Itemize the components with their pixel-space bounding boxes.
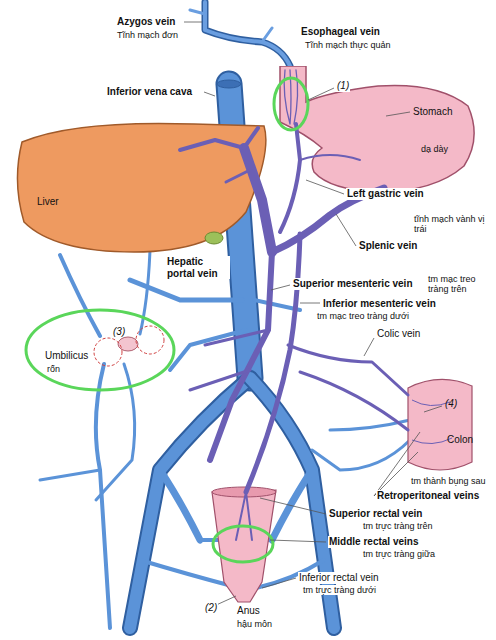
vietnamese-label: tm mạc treo tràng trên (427, 274, 493, 295)
part-label: Inferior rectal vein (298, 572, 379, 584)
organ-name: Liver (36, 196, 60, 208)
part-label: Anus (236, 605, 261, 617)
vein-label: Superior rectal vein (328, 508, 423, 520)
vietnamese-label: rốn (46, 364, 61, 374)
vein-label: Esophageal vein (300, 26, 381, 38)
vein-label: Superior mesenteric vein (292, 278, 414, 290)
vietnamese-label: Tĩnh mạch đơn (116, 30, 179, 40)
callout-number: (3) (112, 326, 126, 338)
vietnamese-label: tm thành bụng sau (410, 476, 487, 486)
vein-label: Inferior mesenteric vein (322, 298, 437, 310)
part-label: Colic vein (376, 328, 421, 340)
organ-name: Stomach (412, 106, 453, 118)
vietnamese-label: tm mạc treo tràng dưới (316, 311, 410, 321)
vein-label: Left gastric vein (346, 188, 425, 200)
vietnamese-label: tm trực tràng trên (362, 521, 434, 531)
liver-organ: Liver (14, 112, 276, 262)
vietnamese-label: tm trực tràng dưới (302, 585, 377, 595)
callout-number: (1) (336, 80, 350, 92)
organ-outline (14, 112, 276, 262)
part-label: Umbilicus (44, 350, 89, 362)
part-label: Colon (446, 434, 474, 446)
vietnamese-label: tm trực tràng giữa (362, 549, 436, 559)
vein-label: Retroperitoneal veins (376, 490, 480, 502)
vietnamese-label: Tĩnh mạch thực quản (304, 40, 392, 50)
vein-label: Hepatic portal vein (166, 256, 230, 279)
vietnamese-label: hậu môn (236, 619, 273, 629)
vein-label: Middle rectal veins (328, 536, 419, 548)
vein-label: Splenic vein (358, 240, 418, 252)
vietnamese-label: tĩnh mạch vành vị trái (413, 214, 493, 235)
vein-label: Azygos vein (116, 16, 176, 28)
organ-name: dạ dày (420, 144, 449, 154)
callout-number: (4) (444, 398, 458, 410)
vein-label: Inferior vena cava (106, 86, 193, 98)
callout-number: (2) (204, 602, 218, 614)
